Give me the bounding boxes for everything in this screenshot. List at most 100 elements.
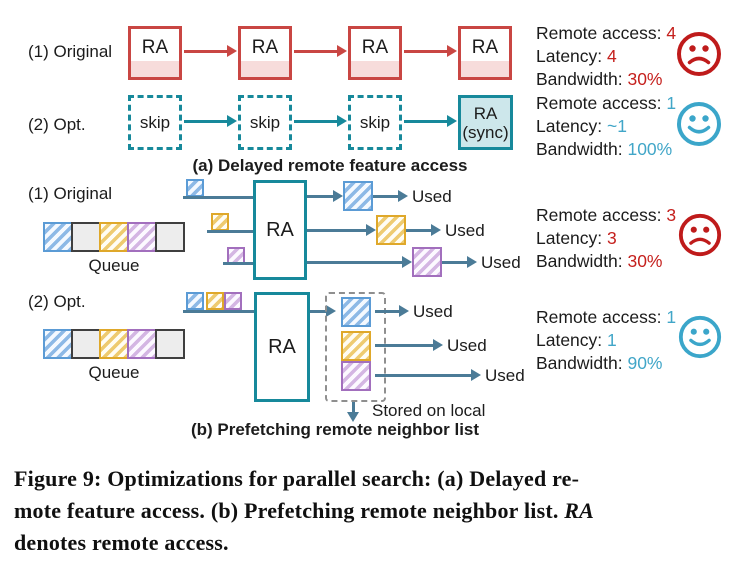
ra-box-label: RA xyxy=(141,37,169,58)
stat-label: Latency: xyxy=(536,46,603,66)
arrow-steel-icon xyxy=(375,369,481,381)
prefetch-list-box xyxy=(325,292,386,402)
sad-face-icon xyxy=(677,32,721,76)
arrow-steel-icon xyxy=(307,190,343,202)
stat-value: 1 xyxy=(666,307,677,327)
label-a-original: (1) Original xyxy=(28,42,113,61)
label-a-opt: (2) Opt. xyxy=(28,115,86,134)
skip-box-1: skip xyxy=(128,95,182,150)
item-blue xyxy=(341,297,371,327)
caption-a: (a) Delayed remote feature access xyxy=(192,156,468,175)
item-yellow xyxy=(341,331,371,361)
ra-box-fill xyxy=(351,61,399,77)
stored-on-local-label: Stored on local xyxy=(372,401,486,420)
skip-box-2: skip xyxy=(238,95,292,150)
stat-row: Latency: 4 xyxy=(536,45,676,68)
queue-item-gray xyxy=(71,329,101,359)
ra-box-fill xyxy=(241,61,289,77)
arrow-red-icon xyxy=(294,45,347,57)
arrow-teal-icon xyxy=(184,115,237,127)
ra-sync-sublabel: (sync) xyxy=(462,122,509,142)
stat-value: 1 xyxy=(666,93,677,113)
stat-row: Remote access: 3 xyxy=(536,204,676,227)
sad-face-icon xyxy=(678,213,722,257)
stats-a-original: Remote access: 4 Latency: 4 Bandwidth: 3… xyxy=(536,22,676,91)
ra-box-label: RA xyxy=(361,37,389,58)
figure-caption-line2: mote feature access. (b) Prefetching rem… xyxy=(14,495,740,527)
stat-value: 3 xyxy=(607,228,617,248)
used-label: Used xyxy=(412,187,452,206)
item-blue xyxy=(186,292,204,310)
line-steel xyxy=(183,310,254,313)
stat-row: Bandwidth: 90% xyxy=(536,352,676,375)
queue-1 xyxy=(43,222,185,252)
happy-face-icon xyxy=(677,102,721,146)
item-blue xyxy=(343,181,373,211)
stat-label: Remote access: xyxy=(536,23,662,43)
item-purple xyxy=(224,292,242,310)
queue-item-blue xyxy=(43,222,73,252)
label-b-opt: (2) Opt. xyxy=(28,292,86,311)
stat-row: Latency: 3 xyxy=(536,227,676,250)
figure-caption-line2-text: mote feature access. (b) Prefetching rem… xyxy=(14,498,565,523)
item-yellow xyxy=(376,215,406,245)
item-yellow xyxy=(206,292,224,310)
queue-item-yellow xyxy=(99,329,129,359)
stat-label: Remote access: xyxy=(536,307,662,327)
stat-label: Bandwidth: xyxy=(536,353,623,373)
arrow-steel-icon xyxy=(406,224,441,236)
stat-value: 30% xyxy=(627,69,663,89)
stats-a-opt: Remote access: 1 Latency: ~1 Bandwidth: … xyxy=(536,92,676,161)
queue-item-gray xyxy=(71,222,101,252)
ra-box-label: RA xyxy=(268,335,296,358)
arrow-red-icon xyxy=(404,45,457,57)
stat-label: Remote access: xyxy=(536,205,662,225)
stat-row: Bandwidth: 30% xyxy=(536,250,676,273)
stat-label: Bandwidth: xyxy=(536,139,623,159)
ra-box-b2: RA xyxy=(254,292,310,402)
stat-value: 4 xyxy=(666,23,677,43)
stat-row: Latency: ~1 xyxy=(536,115,676,138)
arrow-steel-icon xyxy=(307,256,412,268)
item-purple xyxy=(341,361,371,391)
stat-label: Bandwidth: xyxy=(536,69,623,89)
ra-box-label: RA xyxy=(251,37,279,58)
stat-value: 3 xyxy=(666,205,677,225)
stat-label: Latency: xyxy=(536,116,603,136)
arrow-steel-icon xyxy=(307,224,376,236)
arrow-teal-icon xyxy=(294,115,347,127)
stat-label: Latency: xyxy=(536,228,603,248)
line-steel xyxy=(207,230,253,233)
queue-item-purple xyxy=(127,329,157,359)
queue-item-purple xyxy=(127,222,157,252)
ra-box-label: RA xyxy=(471,37,499,58)
line-steel xyxy=(183,196,253,199)
label-b-original: (1) Original xyxy=(28,184,113,203)
stat-value: 90% xyxy=(627,353,663,373)
arrow-red-icon xyxy=(184,45,237,57)
skip-box-3: skip xyxy=(348,95,402,150)
used-label: Used xyxy=(413,302,453,321)
skip-box-label: skip xyxy=(139,112,171,132)
stat-row: Bandwidth: 100% xyxy=(536,138,676,161)
ra-box-3: RA xyxy=(348,26,402,80)
used-label: Used xyxy=(485,366,525,385)
item-yellow xyxy=(211,213,229,231)
ra-sync-box: RA (sync) xyxy=(458,95,513,150)
stat-label: Remote access: xyxy=(536,93,662,113)
queue-item-yellow xyxy=(99,222,129,252)
stat-label: Bandwidth: xyxy=(536,251,623,271)
item-purple xyxy=(412,247,442,277)
stat-value: 1 xyxy=(607,330,617,350)
figure-caption-line3: denotes remote access. xyxy=(14,530,229,555)
item-blue xyxy=(186,179,204,197)
stats-b-opt: Remote access: 1 Latency: 1 Bandwidth: 9… xyxy=(536,306,676,375)
ra-box-4: RA xyxy=(458,26,512,80)
queue-label: Queue xyxy=(88,256,140,275)
stat-value: 4 xyxy=(607,46,617,66)
line-steel xyxy=(223,262,253,265)
used-label: Used xyxy=(447,336,487,355)
figure-caption: Figure 9: Optimizations for parallel sea… xyxy=(14,463,740,559)
skip-box-label: skip xyxy=(249,112,281,132)
